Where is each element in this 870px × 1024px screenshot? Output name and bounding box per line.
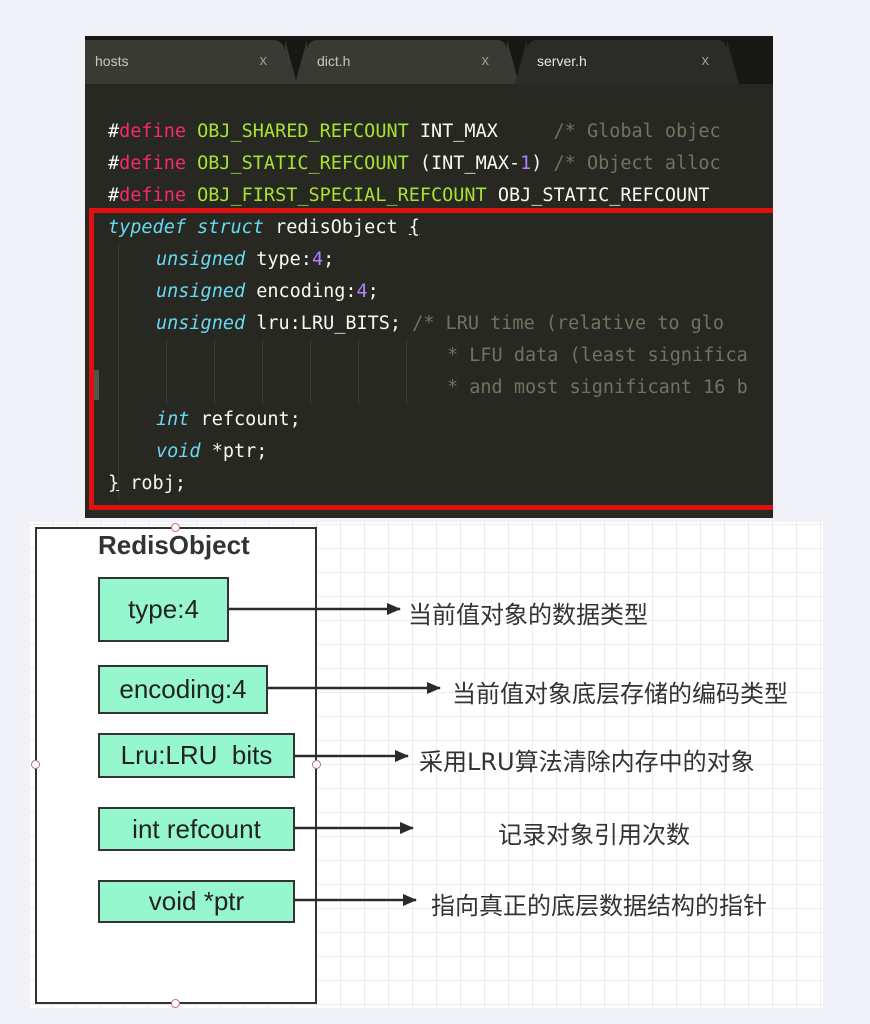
macro-name: OBJ_SHARED_REFCOUNT [197, 121, 409, 142]
gutter-marker [91, 370, 99, 400]
number-literal: 4 [311, 249, 324, 270]
macro-value: (INT_MAX- [419, 153, 521, 174]
indent-guide [310, 340, 311, 404]
macro-value: OBJ_STATIC_REFCOUNT [497, 185, 710, 206]
preprocessor-hash: # [108, 185, 120, 206]
semicolon: ; [323, 249, 335, 270]
field-name: *ptr; [211, 441, 268, 462]
code-line: * LFU data (least significa [447, 340, 748, 372]
field-name: encoding: [256, 281, 357, 302]
field-box-type[interactable]: type:4 [98, 577, 229, 642]
preprocessor-hash: # [108, 153, 120, 174]
macro-name: OBJ_STATIC_REFCOUNT [197, 153, 409, 174]
number-literal: 4 [356, 281, 368, 302]
tab-label: hosts [95, 53, 129, 69]
code-line: #define OBJ_STATIC_REFCOUNT (INT_MAX-1) … [108, 148, 721, 180]
description-encoding: 当前值对象底层存储的编码类型 [452, 680, 788, 708]
field-box-refcount[interactable]: int refcount [98, 807, 295, 851]
close-icon[interactable]: x [481, 52, 490, 69]
comment: /* Object alloc [553, 153, 721, 174]
comment: /* Global objec [553, 121, 721, 142]
field-box-lru[interactable]: Lru:LRU bits [98, 733, 295, 778]
code-line: unsigned type:4; [156, 244, 334, 276]
code-line: unsigned lru:LRU_BITS; /* LRU time (rela… [156, 308, 724, 340]
macro-value: INT_MAX [419, 121, 498, 142]
description-ptr: 指向真正的底层数据结构的指针 [431, 892, 767, 920]
code-area[interactable]: #define OBJ_SHARED_REFCOUNT INT_MAX /* G… [85, 36, 773, 518]
keyword: struct [197, 217, 264, 238]
indent-guide [118, 244, 119, 500]
code-editor-screenshot: hosts x dict.h x server.h x #define OBJ_… [85, 36, 773, 518]
code-line: #define OBJ_SHARED_REFCOUNT INT_MAX /* G… [108, 116, 721, 148]
tab-hosts[interactable]: hosts x [85, 40, 297, 84]
paren: ) [531, 153, 543, 174]
indent-guide [358, 340, 359, 404]
code-line: void *ptr; [156, 436, 267, 468]
tab-label: server.h [537, 53, 587, 69]
type-keyword: unsigned [156, 249, 246, 270]
tab-dict-h[interactable]: dict.h x [295, 40, 519, 84]
preprocessor-hash: # [108, 121, 120, 142]
connection-handle[interactable] [312, 760, 321, 769]
code-line: typedef struct redisObject { [108, 212, 420, 244]
indent-guide [406, 340, 407, 404]
close-icon[interactable]: x [701, 52, 710, 69]
number-literal: 1 [520, 153, 532, 174]
code-line: #define OBJ_FIRST_SPECIAL_REFCOUNT OBJ_S… [108, 180, 709, 212]
indent-guide [166, 340, 167, 404]
type-keyword: unsigned [156, 313, 246, 334]
field-name: lru:LRU_BITS; [256, 313, 402, 334]
close-icon[interactable]: x [259, 52, 268, 69]
tab-server-h[interactable]: server.h x [515, 40, 739, 84]
field-name: type: [256, 249, 312, 270]
keyword: define [119, 153, 186, 174]
connection-handle[interactable] [171, 523, 180, 532]
brace: { [408, 217, 420, 238]
type-keyword: unsigned [156, 281, 246, 302]
macro-name: OBJ_FIRST_SPECIAL_REFCOUNT [197, 185, 487, 206]
connection-handle[interactable] [171, 999, 180, 1008]
description-lru: 采用LRU算法清除内存中的对象 [419, 748, 755, 776]
comment: /* LRU time (relative to glo [412, 313, 725, 334]
keyword: define [119, 121, 186, 142]
field-box-encoding[interactable]: encoding:4 [98, 665, 268, 714]
code-line: unsigned encoding:4; [156, 276, 379, 308]
type-keyword: int [156, 409, 190, 430]
struct-name: redisObject [275, 217, 398, 238]
field-name: refcount; [200, 409, 301, 430]
description-type: 当前值对象的数据类型 [408, 601, 648, 629]
code-line: } robj; [108, 468, 186, 500]
comment: * and most significant 16 b [447, 377, 748, 398]
tab-bar: hosts x dict.h x server.h x [85, 36, 773, 84]
type-keyword: void [156, 441, 201, 462]
keyword: typedef [108, 217, 186, 238]
comment: * LFU data (least significa [447, 345, 748, 366]
code-line: int refcount; [156, 404, 301, 436]
field-box-ptr[interactable]: void *ptr [98, 880, 295, 923]
semicolon: ; [367, 281, 379, 302]
indent-guide [262, 340, 263, 404]
connection-handle[interactable] [31, 760, 40, 769]
tab-label: dict.h [317, 53, 351, 69]
description-refcount: 记录对象引用次数 [498, 821, 690, 849]
typedef-name: robj; [130, 473, 186, 494]
brace: } [108, 473, 120, 494]
indent-guide [214, 340, 215, 404]
code-line: * and most significant 16 b [447, 372, 748, 404]
keyword: define [119, 185, 186, 206]
diagram-title: RedisObject [98, 530, 250, 560]
